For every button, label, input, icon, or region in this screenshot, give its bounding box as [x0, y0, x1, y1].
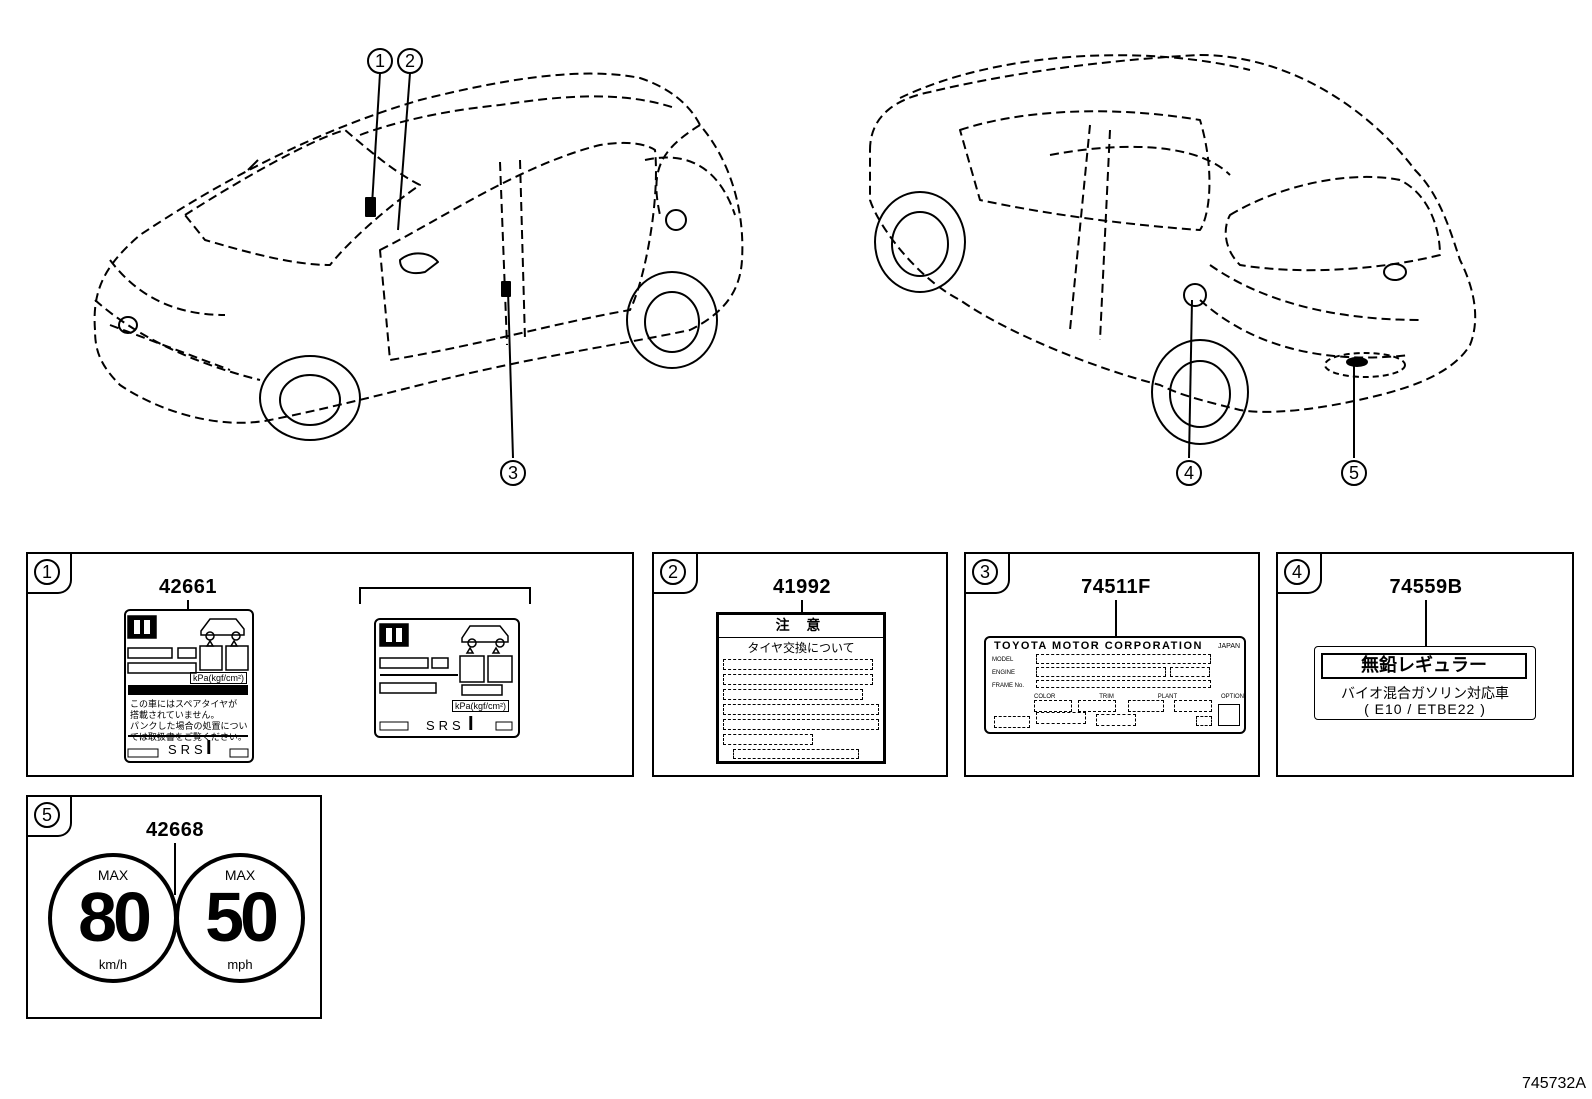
field-placeholder	[1034, 700, 1072, 712]
field-placeholder	[994, 716, 1030, 728]
text-line-placeholder	[723, 689, 863, 700]
speed-unit: mph	[227, 957, 253, 972]
field-placeholder	[1170, 667, 1210, 677]
spare-tire-notice: この車にはスペアタイヤが 搭載されていません。 パンクした場合の処置につい ては…	[130, 700, 247, 744]
front-car-details	[118, 159, 718, 441]
text-line-placeholder	[723, 704, 879, 715]
label-header: 注 意	[719, 615, 883, 638]
text-line-placeholder	[723, 719, 879, 730]
leader-line	[187, 600, 189, 610]
country-text: JAPAN	[1218, 643, 1241, 650]
speed-value: 50	[205, 878, 279, 956]
notice-line: パンクした場合の処置につい	[130, 722, 248, 732]
tire-pressure-label-variant: kPa(kgf/cm²) SRS I	[374, 618, 520, 738]
fuel-spec: ( E10 / ETBE22 )	[1364, 701, 1486, 717]
panel-1: 1 42661 kPa(kgf/cm²) この車にはスペ	[26, 552, 634, 777]
row-label: MODEL	[992, 657, 1014, 663]
panel-tab: 3	[964, 552, 1010, 594]
tire-pressure-label: kPa(kgf/cm²) この車にはスペアタイヤが 搭載されていません。 パンク…	[124, 609, 254, 763]
leader-line	[174, 843, 176, 895]
panel-callout: 4	[1284, 559, 1310, 585]
speed-limit-kmh: MAX 80 km/h	[48, 853, 178, 983]
fuel-type: 無鉛レギュラー	[1321, 653, 1527, 679]
text-line-placeholder	[723, 659, 873, 670]
field-placeholder	[1036, 712, 1086, 724]
pressure-unit: kPa(kgf/cm²)	[190, 672, 248, 684]
panel-tab: 4	[1276, 552, 1322, 594]
part-number: 42668	[145, 819, 205, 841]
text-line-placeholder	[723, 674, 873, 685]
callout-3: 3	[500, 460, 526, 486]
field-placeholder	[1036, 667, 1166, 677]
part-number: 74559B	[1389, 576, 1463, 598]
panel-tab: 2	[652, 552, 698, 594]
label-subheader: タイヤ交換について	[747, 641, 855, 655]
row-labels: MODEL ENGINE FRAME No.	[992, 654, 1024, 693]
leader-line	[1115, 600, 1117, 636]
tire-change-label: 注 意 タイヤ交換について	[716, 612, 886, 764]
field-placeholder	[1036, 654, 1211, 664]
row-label: FRAME No.	[992, 683, 1025, 689]
col-label: PLANT	[1157, 694, 1178, 700]
notice-line: ては取扱書をご覧ください。	[130, 733, 247, 743]
variant-bracket	[359, 587, 531, 604]
srs-mark: I	[468, 713, 474, 735]
srs-mark: I	[206, 737, 212, 759]
field-placeholder	[1174, 700, 1212, 712]
speed-unit: km/h	[98, 957, 128, 972]
panel-callout: 5	[34, 802, 60, 828]
pressure-unit: kPa(kgf/cm²)	[452, 700, 510, 712]
maker-text: TOYOTA MOTOR CORPORATION	[994, 640, 1203, 652]
col-label: COLOR	[1034, 694, 1056, 700]
fuel-label: 無鉛レギュラー バイオ混合ガソリン対応車 ( E10 / ETBE22 )	[1314, 646, 1536, 720]
vehicle-id-plate: TOYOTA MOTOR CORPORATION JAPAN MODEL ENG…	[984, 636, 1246, 734]
field-placeholder	[1036, 680, 1211, 688]
panel-callout: 2	[660, 559, 686, 585]
panel-2: 2 41992 注 意 タイヤ交換について	[652, 552, 948, 777]
label-graphics	[127, 615, 249, 758]
srs-text: SRS	[168, 742, 207, 757]
label-graphics	[379, 623, 513, 731]
notice-line: 搭載されていません。	[130, 711, 220, 721]
callout-2: 2	[397, 48, 423, 74]
front-car-outline	[93, 72, 744, 424]
panel-4: 4 74559B 無鉛レギュラー バイオ混合ガソリン対応車 ( E10 / ET…	[1276, 552, 1574, 777]
rear-car-details	[874, 191, 1407, 445]
field-placeholder	[1078, 700, 1116, 712]
max-text: MAX	[97, 867, 129, 883]
part-number: 41992	[772, 576, 832, 598]
vehicle-views	[93, 54, 1477, 459]
notice-line: この車にはスペアタイヤが	[130, 700, 238, 710]
panel-tab: 5	[26, 795, 72, 837]
field-placeholder	[1196, 716, 1212, 726]
bio-fuel-text: バイオ混合ガソリン対応車	[1341, 686, 1509, 702]
srs-text: SRS	[426, 718, 465, 733]
speed-limit-mph: MAX 50 mph	[175, 853, 305, 983]
part-number: 74511F	[1081, 576, 1151, 598]
leader-line	[801, 600, 803, 612]
field-placeholder	[1096, 714, 1136, 726]
text-line-placeholder	[733, 749, 859, 759]
callout-4: 4	[1176, 460, 1202, 486]
panel-3: 3 74511F TOYOTA MOTOR CORPORATION JAPAN …	[964, 552, 1260, 777]
callout-5: 5	[1341, 460, 1367, 486]
diagram-code: 745732A	[1521, 1075, 1586, 1092]
panel-tab: 1	[26, 552, 72, 594]
panel-5: 5 42668 MAX 80 km/h MAX 50 mph	[26, 795, 322, 1019]
max-text: MAX	[224, 867, 256, 883]
speed-value: 80	[78, 878, 152, 956]
rear-car-outline	[869, 54, 1477, 413]
col-label: TRIM	[1099, 694, 1114, 700]
callout-1: 1	[367, 48, 393, 74]
leader-line	[1425, 600, 1427, 646]
text-line-placeholder	[723, 734, 813, 745]
row-label: ENGINE	[992, 670, 1016, 676]
part-number: 42661	[158, 576, 218, 598]
panel-callout: 3	[972, 559, 998, 585]
panel-callout: 1	[34, 559, 60, 585]
field-placeholder	[1218, 704, 1240, 726]
field-placeholder	[1128, 700, 1164, 712]
column-labels: COLOR TRIM PLANT OPTION	[1034, 692, 1244, 702]
col-label: OPTION	[1220, 694, 1244, 700]
